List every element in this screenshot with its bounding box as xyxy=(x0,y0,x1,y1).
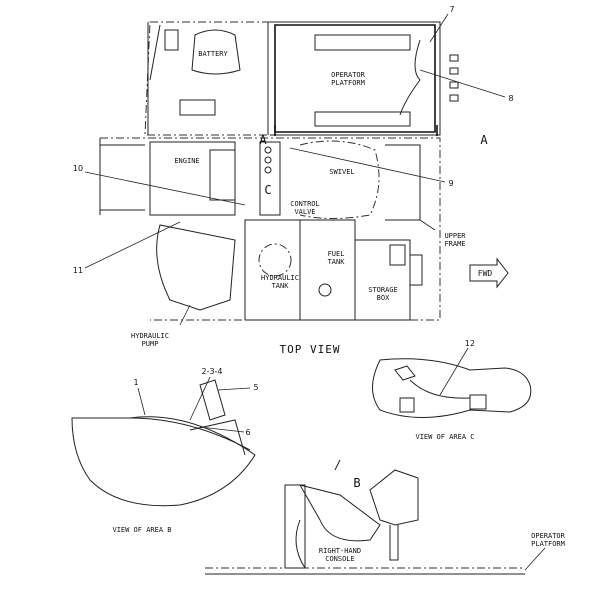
forward-arrow-icon xyxy=(469,257,509,289)
callout-leaders xyxy=(84,13,546,571)
console-side-drawing xyxy=(205,459,525,575)
view-area-b-title: VIEW OF AREA B xyxy=(112,526,171,534)
callout-2-3-4: 2-3-4 xyxy=(201,367,222,376)
label-battery: BATTERY xyxy=(198,50,228,58)
area-b-drawing xyxy=(71,379,256,507)
detail-marker-c: C xyxy=(264,183,271,197)
label-section-operator-platform-2: PLATFORM xyxy=(531,540,565,548)
detail-marker-b: B xyxy=(353,476,360,490)
label-right-hand-console-2: CONSOLE xyxy=(325,555,355,563)
label-upper-frame-1: UPPER xyxy=(444,232,466,240)
label-hydraulic-pump-1: HYDRAULIC xyxy=(131,332,169,340)
label-fuel-tank-1: FUEL xyxy=(328,250,345,258)
label-section-operator-platform-1: OPERATOR xyxy=(531,532,566,540)
callout-5: 5 xyxy=(253,383,258,392)
view-area-c-title: VIEW OF AREA C xyxy=(415,433,474,441)
callout-7: 7 xyxy=(449,5,454,14)
label-control-valve-2: VALVE xyxy=(294,208,315,216)
label-swivel: SWIVEL xyxy=(329,168,354,176)
label-storage-box-2: BOX xyxy=(377,294,390,302)
label-upper-frame-2: FRAME xyxy=(444,240,465,248)
callout-12: 12 xyxy=(465,339,475,348)
top-view-title: TOP VIEW xyxy=(280,343,341,356)
callout-9: 9 xyxy=(448,179,453,188)
callout-11: 11 xyxy=(73,266,83,275)
label-right-hand-console-1: RIGHT-HAND xyxy=(319,547,361,555)
top-view-drawing xyxy=(99,21,459,321)
callout-8: 8 xyxy=(508,94,513,103)
fwd-label: FWD xyxy=(478,269,493,278)
label-hydraulic-tank-2: TANK xyxy=(272,282,290,290)
label-control-valve-1: CONTROL xyxy=(290,200,320,208)
label-hydraulic-pump-2: PUMP xyxy=(142,340,159,348)
section-marker-a-left: A xyxy=(259,133,267,147)
label-hydraulic-tank-1: HYDRAULIC xyxy=(261,274,299,282)
label-engine: ENGINE xyxy=(174,157,199,165)
label-fuel-tank-2: TANK xyxy=(328,258,346,266)
section-marker-a-right: A xyxy=(480,133,488,147)
callout-10: 10 xyxy=(73,164,83,173)
area-c-drawing xyxy=(372,358,532,418)
label-operator-platform-2: PLATFORM xyxy=(331,79,365,87)
callout-6: 6 xyxy=(245,428,250,437)
label-storage-box-1: STORAGE xyxy=(368,286,398,294)
callout-1: 1 xyxy=(133,378,138,387)
label-operator-platform-1: OPERATOR xyxy=(331,71,366,79)
